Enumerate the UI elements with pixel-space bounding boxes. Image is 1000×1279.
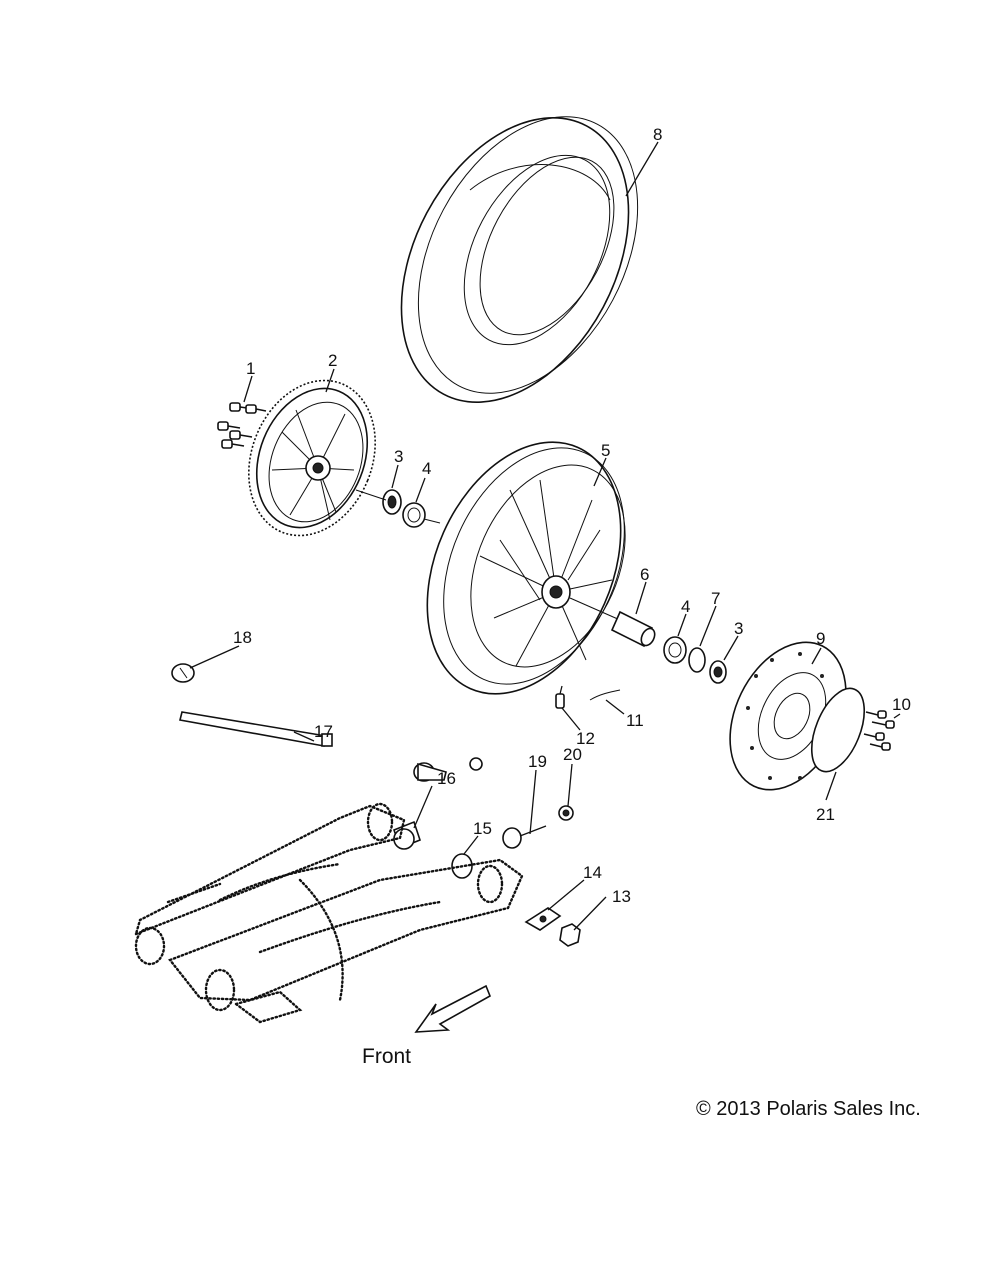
callout-10: 10: [892, 695, 911, 714]
tone-ring-part: [810, 687, 866, 773]
callout-18: 18: [233, 628, 252, 647]
callout-1: 1: [246, 359, 255, 378]
callout-20: 20: [563, 745, 582, 764]
callout-4b: 4: [681, 597, 690, 616]
callout-6: 6: [640, 565, 649, 584]
callout-2: 2: [328, 351, 337, 370]
rear-axle-part: [179, 711, 333, 747]
retaining-clip-part: [688, 647, 706, 673]
seal-right-part: [709, 660, 727, 684]
callout-7: 7: [711, 589, 720, 608]
rear-wheel-part: [426, 441, 626, 695]
callout-3b: 3: [734, 619, 743, 638]
callout-9: 9: [816, 629, 825, 648]
swingarm-outline: [134, 802, 524, 1024]
bearing-left-part: [402, 502, 426, 528]
pivot-bolt-part: [502, 825, 547, 849]
callout-4: 4: [422, 459, 431, 478]
seal-left-part: [382, 489, 402, 515]
valve-stem-part: [555, 685, 565, 709]
valve-part: [589, 689, 621, 701]
callout-15: 15: [473, 819, 492, 838]
callout-11: 11: [626, 711, 644, 730]
front-direction-arrow: [414, 984, 492, 1033]
callout-14: 14: [583, 863, 602, 882]
bearing-right-part: [663, 636, 687, 664]
callout-8: 8: [653, 125, 662, 144]
copyright-text: © 2013 Polaris Sales Inc.: [696, 1098, 921, 1120]
axle-spacer-part: [610, 610, 656, 648]
callout-5: 5: [601, 441, 610, 460]
callout-3: 3: [394, 447, 403, 466]
front-label: Front: [362, 1045, 411, 1068]
callout-17: 17: [314, 722, 333, 741]
swingarm-spacer-part: [393, 757, 483, 850]
disc-bolts-part: [863, 710, 895, 751]
callout-12: 12: [576, 729, 595, 748]
tire-part: [400, 116, 639, 403]
callout-21: 21: [816, 805, 835, 824]
pivot-nut-part: [558, 805, 574, 821]
axle-adjuster-part: [171, 663, 195, 683]
callout-13: 13: [612, 887, 631, 906]
callout-16: 16: [437, 769, 456, 788]
drive-pulley-part: [248, 379, 376, 537]
adjuster-plate-part: [524, 907, 562, 931]
callout-19: 19: [528, 752, 547, 771]
pulley-bolts-part: [217, 402, 267, 449]
